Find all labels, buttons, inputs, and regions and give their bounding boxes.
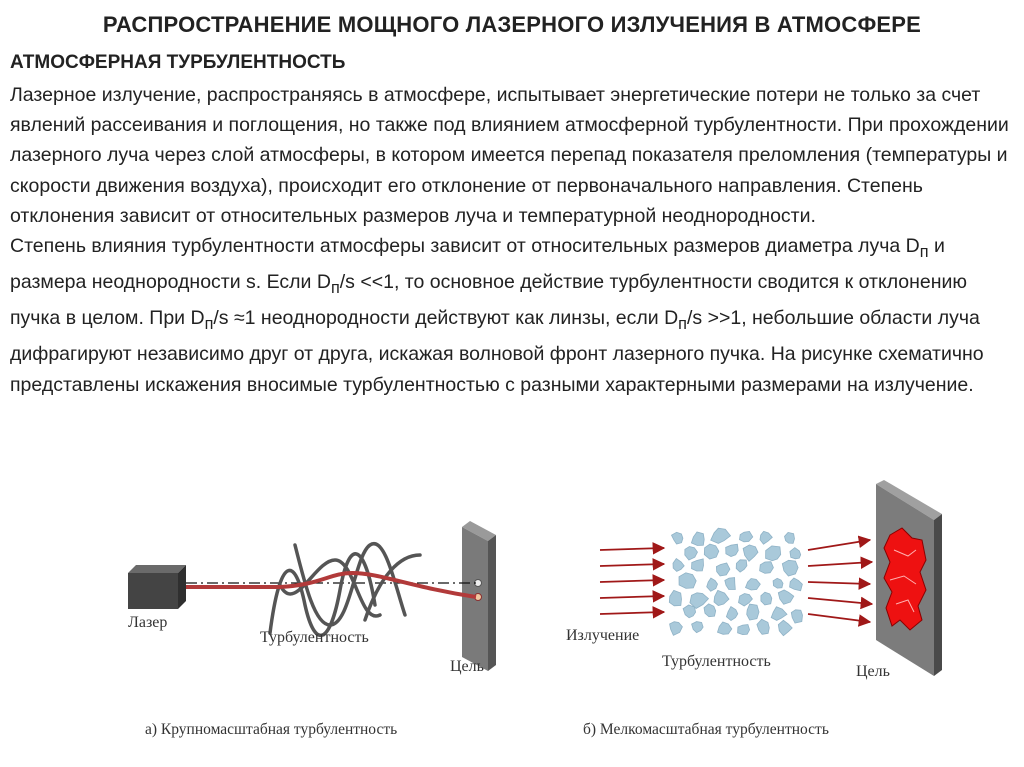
section-subtitle: АТМОСФЕРНАЯ ТУРБУЛЕНТНОСТЬ — [10, 52, 346, 73]
laser-device — [128, 565, 186, 609]
turbulence-cells — [668, 527, 803, 637]
figure-b-caption: б) Мелкомасштабная турбулентность — [583, 721, 829, 738]
page-title: РАСПРОСТРАНЕНИЕ МОЩНОГО ЛАЗЕРНОГО ИЗЛУЧЕ… — [102, 12, 922, 37]
radiation-label: Излучение — [566, 627, 639, 644]
turbulence-cell — [725, 543, 739, 557]
turbulence-cell — [760, 591, 773, 606]
turbulence-cell — [668, 589, 682, 607]
turbulence-cell — [781, 559, 799, 577]
turbulence-cell — [737, 624, 751, 636]
turbulence-cell — [670, 531, 684, 545]
turbulence-cell — [772, 577, 784, 589]
laser-beam — [186, 570, 477, 599]
turbulence-cell — [756, 618, 770, 635]
turbulence-cell — [777, 589, 795, 605]
turbulence-cell — [742, 544, 759, 562]
turbulence-cell — [691, 621, 704, 634]
figure-large-scale-turbulence: Лазер Турбулентность Цель — [128, 521, 496, 675]
target-plate — [462, 521, 496, 671]
turbulence-cell — [703, 543, 720, 560]
turbulence-cell — [682, 604, 697, 619]
turbulence-cell — [738, 593, 753, 607]
paragraph-1: Лазерное излучение, распространяясь в ат… — [10, 84, 1009, 227]
turbulence-cell — [713, 589, 730, 606]
turbulence-cell — [669, 621, 683, 636]
turbulence-cell — [691, 558, 704, 572]
turbulence-cell — [678, 572, 697, 589]
turbulence-cell — [672, 557, 685, 572]
turbulence-cell — [706, 577, 718, 592]
turbulence-cell — [724, 577, 736, 590]
turbulence-cell — [759, 561, 774, 574]
turbulence-cell — [789, 547, 802, 560]
figure-a-caption: а) Крупномасштабная турбулентность — [145, 721, 398, 738]
turbulence-cell — [759, 530, 773, 545]
target-label: Цель — [450, 658, 484, 675]
turbulence-cell — [689, 592, 710, 609]
turbulence-cell — [715, 562, 731, 577]
target-label: Цель — [856, 663, 890, 680]
outgoing-radiation-arrows — [807, 535, 874, 627]
turbulence-cell — [777, 619, 793, 637]
turbulence-cell — [717, 621, 733, 635]
turbulence-cell — [735, 559, 748, 573]
laser-label: Лазер — [128, 614, 167, 631]
turbulence-cell — [703, 603, 717, 618]
turbulence-cell — [765, 545, 782, 562]
figure-small-scale-turbulence: Излучение Турбулентность Цель — [566, 480, 942, 680]
paragraph-2: Степень влияния турбулентности атмосферы… — [10, 235, 984, 396]
turbulence-cell — [739, 530, 754, 543]
turbulence-cell — [744, 578, 761, 591]
turbulence-cell — [690, 531, 705, 546]
turbulence-cell — [725, 606, 739, 621]
incoming-radiation-arrows — [599, 542, 666, 619]
body-text: Лазерное излучение, распространяясь в ат… — [10, 80, 1016, 400]
turbulence-cell — [746, 603, 760, 621]
turbulence-label: Турбулентность — [662, 653, 771, 670]
target-plate — [876, 480, 942, 676]
turbulence-label: Турбулентность — [260, 629, 369, 646]
turbulence-cell — [710, 527, 732, 544]
turbulence-cell — [790, 609, 803, 624]
turbulence-cell — [784, 531, 795, 544]
distorted-spot — [883, 527, 927, 631]
turbulence-waves — [268, 541, 422, 638]
turbulence-cell — [684, 546, 698, 561]
turbulence-cell — [789, 577, 803, 592]
turbulence-cell — [770, 606, 788, 621]
